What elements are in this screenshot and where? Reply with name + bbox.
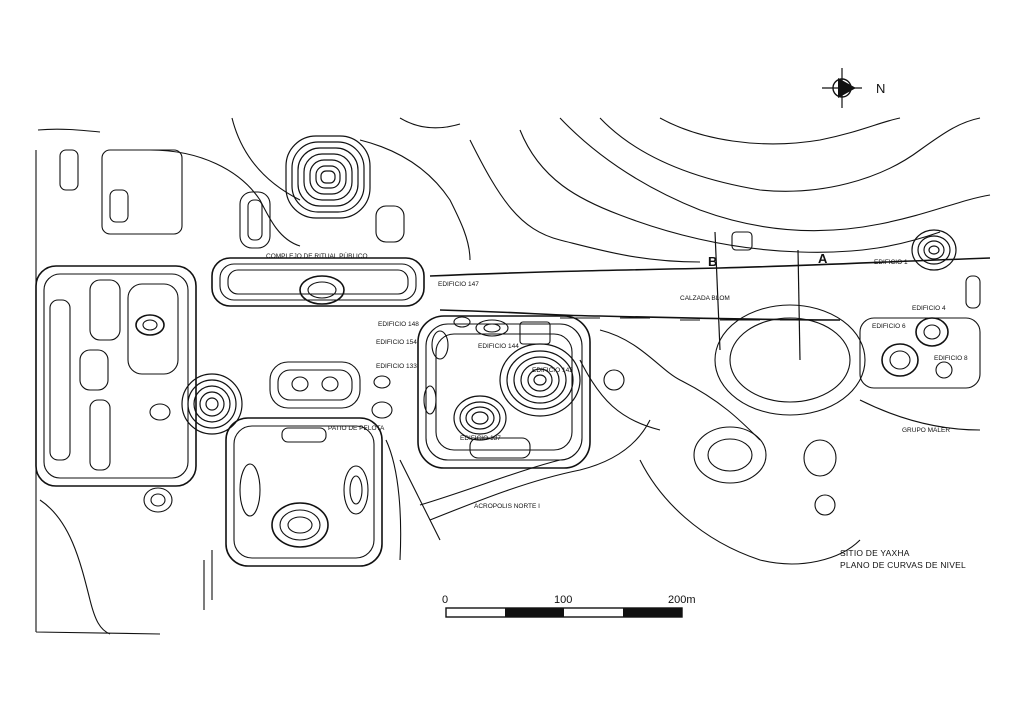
site-contours — [35, 117, 991, 635]
label-edificio-147: EDIFICIO 147 — [438, 281, 479, 288]
label-edificio-144: EDIFICIO 144 — [478, 343, 519, 350]
label-marker-b: B — [708, 254, 717, 269]
pyramid-west — [181, 373, 243, 435]
label-edificio-154: EDIFICIO 154 — [376, 339, 417, 346]
label-edificio-133: EDIFICIO 133 — [376, 363, 417, 370]
label-complejo-ritual: COMPLEJO DE RITUAL PÚBLICO — [266, 251, 368, 260]
label-acropolis-norte: ACROPOLIS NORTE I — [474, 503, 540, 510]
label-grupo-maler: GRUPO MALER — [902, 427, 950, 434]
label-edificio-137: EDIFICIO 137 — [460, 435, 501, 442]
scale-bar: 0 100 200m — [442, 594, 696, 618]
map-labels: COMPLEJO DE RITUAL PÚBLICO EDIFICIO 147 … — [266, 251, 968, 510]
label-edificio-142: EDIFICIO 142 — [532, 367, 573, 374]
map-title: SITIO DE YAXHA PLANO DE CURVAS DE NIVEL — [840, 548, 966, 570]
pyramid-edificio-137 — [453, 395, 507, 441]
north-label: N — [876, 81, 885, 96]
label-edificio-6: EDIFICIO 6 — [872, 323, 906, 330]
label-patio-pelota: PATIO DE PELOTA — [328, 425, 385, 432]
label-edificio-4: EDIFICIO 4 — [912, 305, 946, 312]
pyramid-edificio-142 — [499, 343, 581, 417]
pyramid-edificio-1 — [911, 229, 957, 271]
north-arrow: N — [822, 68, 885, 108]
label-calzada-blom: CALZADA BLOM — [680, 295, 730, 302]
label-edificio-148: EDIFICIO 148 — [378, 321, 419, 328]
label-edificio-8: EDIFICIO 8 — [934, 355, 968, 362]
label-marker-a: A — [818, 251, 828, 266]
label-edificio-1: EDIFICIO 1 — [874, 259, 908, 266]
title-line-2: PLANO DE CURVAS DE NIVEL — [840, 560, 966, 570]
pyramid-north — [285, 135, 371, 219]
scale-tick-200: 200m — [668, 594, 696, 606]
scale-tick-0: 0 — [442, 594, 448, 606]
title-line-1: SITIO DE YAXHA — [840, 548, 910, 558]
scale-tick-100: 100 — [554, 594, 572, 606]
